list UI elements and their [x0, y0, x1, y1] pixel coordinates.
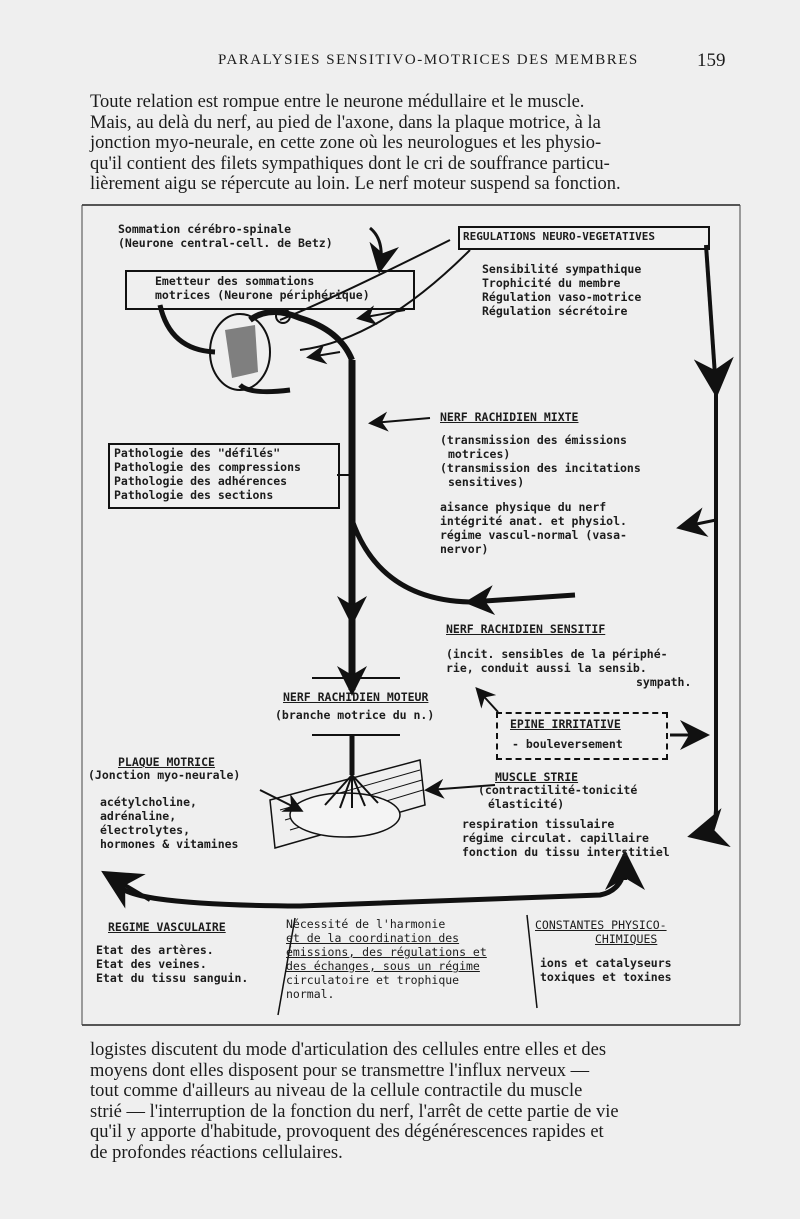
- regime-title: REGIME VASCULAIRE: [108, 920, 226, 934]
- text-line: qu'il y apporte d'habitude, provoquent d…: [90, 1122, 604, 1142]
- pathologie-item: Pathologie des adhérences: [114, 474, 288, 488]
- pathologie-item: Pathologie des sections: [114, 488, 274, 502]
- emetteur-box: [125, 270, 415, 310]
- muscle-item: régime circulat. capillaire: [462, 831, 649, 845]
- muscle-item: (contractilité-tonicité: [478, 783, 638, 797]
- regulations-item: Trophicité du membre: [482, 276, 621, 290]
- necessite-line: émissions, des régulations et: [286, 945, 487, 959]
- plaque-title: PLAQUE MOTRICE: [118, 755, 215, 769]
- paragraph-bottom: logistes discutent du mode d'articulatio…: [90, 1040, 728, 1163]
- aisance-item: intégrité anat. et physiol.: [440, 514, 627, 528]
- text-line: qu'il contient des filets sympathiques d…: [90, 153, 610, 174]
- neuron-body: [157, 304, 355, 395]
- bottom-loop: [115, 859, 628, 909]
- nerf-mixte-item: sensitives): [448, 475, 525, 489]
- nerf-mixte-title: NERF RACHIDIEN MIXTE: [440, 410, 579, 424]
- sommation-line: Sommation cérébro-spinale: [118, 222, 292, 236]
- nerf-sensitif-title: NERF RACHIDIEN SENSITIF: [446, 622, 606, 636]
- plaque-list: acétylcholine, adrénaline, électrolytes,…: [100, 795, 238, 851]
- nerf-sensitif-item: sympath.: [636, 675, 692, 689]
- aisance-item: aisance physique du nerf: [440, 500, 607, 514]
- running-title: PARALYSIES SENSITIVO-MOTRICES DES MEMBRE…: [218, 52, 639, 68]
- plaque-item: acétylcholine,: [100, 795, 197, 809]
- text-line: jonction myo-neurale, en cette zone où l…: [90, 133, 602, 153]
- nerf-mixte-item: (transmission des incitations: [440, 461, 641, 475]
- sommation-line: (Neurone central-cell. de Betz): [118, 236, 333, 250]
- muscle-sketch: [269, 759, 426, 849]
- text-line: moyens dont elles disposent pour se tran…: [90, 1060, 590, 1081]
- constantes-item: toxiques et toxines: [540, 970, 672, 984]
- page-number: 159: [697, 50, 726, 71]
- regulation-descending-arrow: [693, 244, 734, 398]
- nerf-mixte-item: motrices): [448, 447, 511, 461]
- text-line: logistes discutent du mode d'articulatio…: [90, 1040, 607, 1060]
- sommation-arrow: [368, 226, 399, 274]
- constantes-title-line: CHIMIQUES: [595, 932, 658, 946]
- sensitive-branch: [349, 519, 576, 605]
- nerf-mixte-item: (transmission des émissions: [440, 433, 627, 447]
- nerf-moteur-title: NERF RACHIDIEN MOTEUR: [283, 690, 429, 704]
- nerf-mixte-list: (transmission des émissions motrices) (t…: [440, 433, 641, 489]
- regime-item: Etat des artères.: [96, 943, 214, 957]
- nerf-sensitif-list: (incit. sensibles de la périphé- rie, co…: [446, 647, 691, 689]
- text-line: lièrement aigu se répercute au loin. Le …: [90, 174, 621, 194]
- regime-item: Etat du tissu sanguin.: [96, 971, 249, 985]
- text-line: Toute relation est rompue entre le neuro…: [90, 92, 585, 112]
- emetteur-line: Emetteur des sommations: [155, 274, 315, 288]
- muscle-item: fonction du tissu interstitiel: [462, 845, 670, 859]
- pathologie-item: Pathologie des "défilés": [114, 446, 281, 460]
- necessite-line: et de la coordination des: [286, 931, 460, 945]
- regulations-box: [458, 226, 710, 250]
- muscle-item: respiration tissulaire: [462, 817, 615, 831]
- regulations-list: Sensibilité sympathique Trophicité du me…: [482, 262, 641, 318]
- constantes-list: ions et catalyseurs toxiques et toxines: [540, 956, 672, 984]
- regulations-item: Régulation sécrétoire: [482, 304, 628, 318]
- plaque-item: adrénaline,: [100, 809, 177, 823]
- constantes-item: ions et catalyseurs: [540, 956, 672, 970]
- text-line: tout comme d'ailleurs au niveau de la ce…: [90, 1081, 583, 1101]
- nerf-sensitif-item: rie, conduit aussi la sensib.: [446, 661, 647, 675]
- epine-sub: - bouleversement: [512, 737, 623, 751]
- muscle-list: (contractilité-tonicité élasticité): [478, 783, 637, 811]
- necessite-line: des échanges, sous un régime: [286, 959, 480, 973]
- plaque-item: électrolytes,: [100, 823, 191, 837]
- epine-title: EPINE IRRITATIVE: [510, 717, 621, 731]
- plaque-sub: (Jonction myo-neurale): [88, 768, 241, 782]
- regime-list: Etat des artères. Etat des veines. Etat …: [96, 943, 248, 985]
- constantes-title-line: CONSTANTES PHYSICO-: [535, 918, 667, 932]
- necessite-line: Nécessité de l'harmonie: [286, 917, 446, 931]
- paragraph-top: Toute relation est rompue entre le neuro…: [90, 92, 728, 195]
- text-line: strié — l'interruption de la fonction du…: [90, 1101, 619, 1122]
- pathologie-box: [108, 443, 340, 509]
- muscle-list-2: respiration tissulaire régime circulat. …: [462, 817, 670, 859]
- aisance-item: régime vascul-normal (vasa-: [440, 528, 627, 542]
- plaque-item: hormones & vitamines: [100, 837, 239, 851]
- mixte-arrow: [368, 411, 431, 432]
- pathologie-item: Pathologie des compressions: [114, 460, 301, 474]
- muscle-title: MUSCLE STRIE: [495, 770, 579, 784]
- text-line: de profondes réactions cellulaires.: [90, 1142, 343, 1163]
- regime-item: Etat des veines.: [96, 957, 207, 971]
- regulations-item: Régulation vaso-motrice: [482, 290, 642, 304]
- necessite-block: Nécessité de l'harmonie et de la coordin…: [286, 917, 487, 1001]
- necessite-line: normal.: [286, 987, 335, 1001]
- nerf-moteur-sub: (branche motrice du n.): [275, 708, 435, 722]
- aisance-list: aisance physique du nerf intégrité anat.…: [440, 500, 627, 556]
- emetteur-line: motrices (Neurone périphérique): [155, 288, 370, 302]
- text-line: Mais, au delà du nerf, au pied de l'axon…: [90, 112, 601, 133]
- emetteur-label: Emetteur des sommations motrices (Neuron…: [155, 274, 370, 302]
- epine-box: [496, 712, 668, 760]
- muscle-item: élasticité): [488, 797, 565, 811]
- nerf-sensitif-item: (incit. sensibles de la périphé-: [446, 647, 668, 661]
- constantes-title: CONSTANTES PHYSICO- CHIMIQUES: [535, 918, 667, 946]
- regulations-title: REGULATIONS NEURO-VEGETATIVES: [463, 230, 656, 243]
- aisance-item: nervor): [440, 542, 489, 556]
- sommation-label: Sommation cérébro-spinale (Neurone centr…: [118, 222, 333, 250]
- necessite-line: circulatoire et trophique: [286, 973, 460, 987]
- regulations-item: Sensibilité sympathique: [482, 262, 642, 276]
- pathologie-list: Pathologie des "défilés" Pathologie des …: [114, 446, 301, 502]
